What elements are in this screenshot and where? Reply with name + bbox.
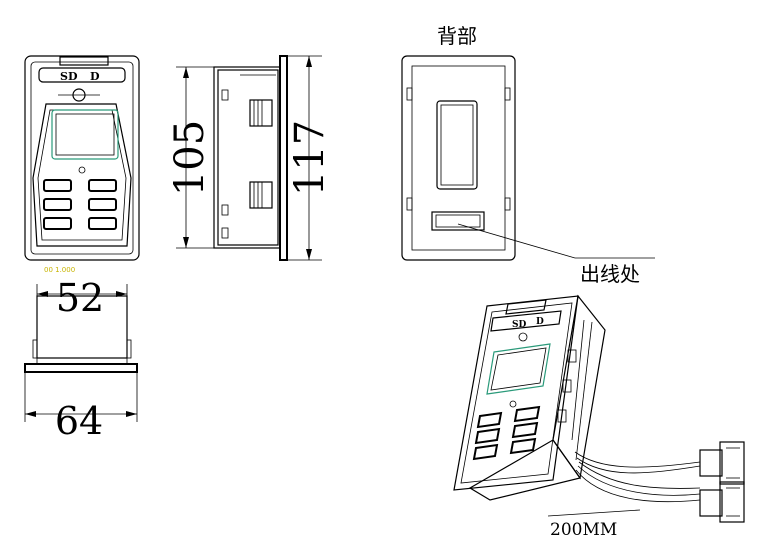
iso-badge-sd: SD [512,320,526,330]
key-switch [72,88,86,102]
isometric-view: SD D [453,294,606,501]
side-housing-inner [217,69,279,246]
front-outer-frame [24,55,140,261]
cable-length-label: 200MM [550,520,617,540]
cable-leader-line [547,509,641,517]
dimension-52-label: 52 [56,276,104,320]
iso-lcd-screen [486,343,551,395]
iso-buttons [472,405,541,461]
back-housing [411,65,506,251]
lcd-screen-inner [55,113,115,156]
dimension-105-label: 105 [167,120,213,196]
dimension-117: 117 [287,55,333,261]
top-front-plate [24,363,138,373]
front-view: SD D [24,55,140,261]
iso-housing-bottom [468,439,582,501]
button-5 [43,217,72,230]
outlet-label: 出线处 [580,262,640,286]
back-label: 背部 [437,24,477,48]
face-bezel [32,103,132,247]
button-6 [88,217,117,230]
outlet-leader-line [457,223,576,259]
top-cover-plate [59,56,109,66]
front-inner-frame [30,61,134,255]
iso-key-switch [518,332,528,342]
side-view [213,55,288,261]
back-window [436,100,478,190]
dimension-105: 105 [167,66,214,249]
dimension-64: 64 [24,372,138,443]
connector-bottom [699,481,745,523]
dimension-52: 52 [36,276,128,320]
button-3 [43,198,72,211]
lcd-screen [51,109,119,160]
dimension-64-label: 64 [55,399,103,443]
cable-assembly: 200MM [547,441,745,540]
front-buttons [43,179,117,230]
connector-top [699,441,745,485]
top-view: 00 1.000 [24,266,138,373]
button-1 [43,179,72,192]
back-outer-frame [401,55,516,261]
side-clip-bottom [249,181,273,209]
indicator-led [78,166,86,174]
iso-top-plate [505,299,547,315]
badge-panel [38,67,126,83]
iso-badge-d: D [536,317,544,327]
side-clip-top [249,99,273,127]
iso-front-plate [453,295,579,491]
face-bezel-inner [37,109,127,241]
small-note: 00 1.000 [44,266,75,274]
badge-d: D [90,70,100,83]
iso-badge-panel [490,310,562,332]
back-view: 背部 出线处 [401,24,655,286]
button-2 [88,179,117,192]
badge-sd: SD [60,70,78,83]
side-housing [213,66,281,249]
dimension-117-label: 117 [287,120,333,196]
side-front-plate [279,55,288,261]
button-4 [88,198,117,211]
cable-outlet [431,211,485,231]
top-body [36,295,128,359]
